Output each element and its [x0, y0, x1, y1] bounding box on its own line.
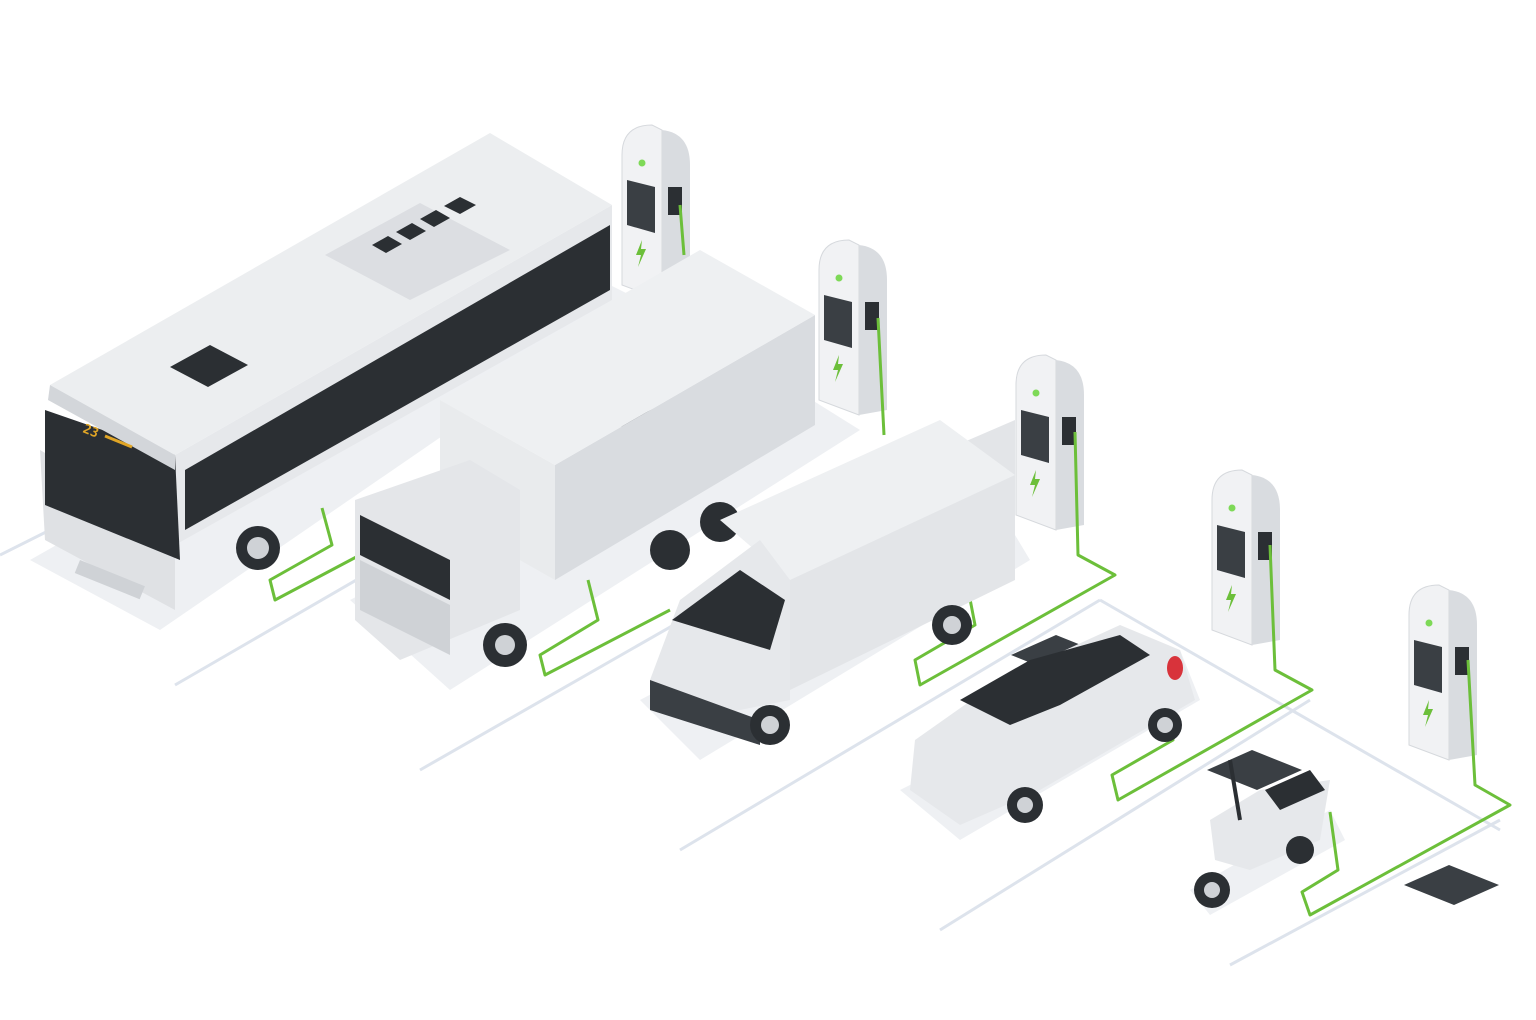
- bolt-icon: [1226, 585, 1236, 612]
- status-led-icon: [835, 274, 843, 282]
- charger-screen: [627, 180, 655, 233]
- roof-vents: [170, 197, 476, 387]
- status-led-icon: [1425, 619, 1433, 627]
- charger-screen: [824, 295, 852, 348]
- cable-van: [913, 431, 1117, 687]
- charger-screen: [1414, 640, 1442, 693]
- cable-scooter: [1300, 659, 1512, 917]
- truck: [355, 250, 815, 667]
- bolt-icon: [1423, 700, 1433, 727]
- status-led-icon: [1032, 389, 1040, 397]
- cable-bus: [268, 204, 686, 602]
- scooter: [1194, 759, 1330, 908]
- bolt-icon: [1030, 470, 1040, 497]
- cable-truck: [538, 317, 886, 677]
- parking-lines: [0, 518, 1501, 967]
- route-display: 23: [81, 422, 101, 442]
- bolt-icon: [636, 240, 646, 267]
- status-led-icon: [1228, 504, 1236, 512]
- charger-screen: [1021, 410, 1049, 463]
- van: [650, 420, 1015, 745]
- charger-screen: [1217, 525, 1245, 578]
- charging-cables: [268, 204, 1512, 917]
- car: [910, 625, 1195, 825]
- status-led-icon: [638, 159, 646, 167]
- bolt-icon: [833, 355, 843, 382]
- bus: 23: [40, 133, 612, 610]
